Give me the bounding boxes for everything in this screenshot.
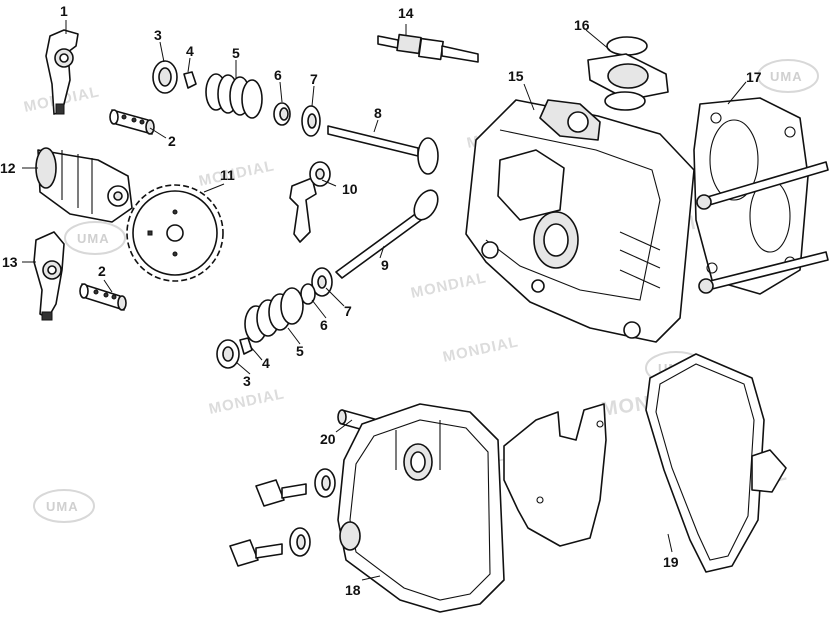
callout-4: 4 bbox=[186, 43, 194, 59]
part-valve-intake bbox=[335, 189, 439, 279]
part-head-stud-upper bbox=[696, 161, 829, 210]
part-cylinder-head-cover bbox=[337, 403, 505, 613]
part-valve-spring-upper bbox=[205, 73, 263, 119]
callout-2: 2 bbox=[98, 263, 106, 279]
uma-logo-watermark: UMA bbox=[33, 489, 95, 523]
part-valve-seal-upper bbox=[273, 102, 291, 126]
part-spark-plug bbox=[377, 33, 479, 63]
uma-logo-watermark: UMA bbox=[64, 221, 126, 255]
callout-18: 18 bbox=[345, 582, 361, 598]
callout-10: 10 bbox=[342, 181, 358, 197]
part-cover-seal bbox=[645, 353, 787, 573]
callout-20: 20 bbox=[320, 431, 336, 447]
part-cover-gasket bbox=[503, 403, 607, 547]
callout-1: 1 bbox=[60, 3, 68, 19]
watermark-mondial: MONDIAL bbox=[207, 385, 286, 418]
part-rocker-arm-lower bbox=[33, 231, 65, 321]
part-valve-spring-seat-upper bbox=[152, 60, 178, 94]
callout-19: 19 bbox=[663, 554, 679, 570]
svg-text:UMA: UMA bbox=[770, 69, 803, 84]
part-rocker-shaft-lower bbox=[79, 283, 127, 311]
callout-5: 5 bbox=[232, 45, 240, 61]
callout-12: 12 bbox=[0, 160, 16, 176]
svg-text:UMA: UMA bbox=[46, 499, 79, 514]
callout-16: 16 bbox=[574, 17, 590, 33]
watermark-mondial: MONDIAL bbox=[441, 333, 520, 366]
callout-14: 14 bbox=[398, 5, 414, 21]
callout-9: 9 bbox=[381, 257, 389, 273]
callout-17: 17 bbox=[746, 69, 762, 85]
part-rocker-arm-upper bbox=[45, 29, 79, 115]
part-cam-sprocket bbox=[126, 184, 224, 282]
callout-5: 5 bbox=[296, 343, 304, 359]
callout-6: 6 bbox=[320, 317, 328, 333]
watermark-mondial: MONDIAL bbox=[409, 269, 488, 302]
callout-3: 3 bbox=[154, 27, 162, 43]
part-valve-spring-seat-lower bbox=[216, 339, 240, 369]
callout-7: 7 bbox=[310, 71, 318, 87]
part-valve-retainer-upper bbox=[301, 105, 321, 137]
callout-3: 3 bbox=[243, 373, 251, 389]
callout-8: 8 bbox=[374, 105, 382, 121]
part-cover-bolt-lower bbox=[229, 527, 311, 567]
part-valve-cotter-lower bbox=[239, 337, 253, 355]
leader-lines bbox=[22, 20, 747, 581]
part-cover-bolt-upper bbox=[255, 468, 336, 507]
part-valve-exhaust bbox=[327, 125, 439, 175]
callout-4: 4 bbox=[262, 355, 270, 371]
callout-15: 15 bbox=[508, 68, 524, 84]
svg-text:UMA: UMA bbox=[77, 231, 110, 246]
callout-2: 2 bbox=[168, 133, 176, 149]
callout-11: 11 bbox=[220, 167, 235, 183]
part-bracket bbox=[289, 161, 331, 243]
uma-logo-watermark: UMA bbox=[757, 59, 819, 93]
part-rocker-shaft-upper bbox=[109, 109, 155, 135]
part-camshaft bbox=[35, 147, 133, 223]
part-head-stud-lower bbox=[698, 251, 829, 294]
part-valve-spring-lower bbox=[244, 287, 304, 343]
callout-labels: 1 2 2 3 3 4 4 5 5 6 6 7 7 8 9 10 11 12 1… bbox=[0, 3, 762, 598]
callout-7: 7 bbox=[344, 303, 352, 319]
part-cylinder-head bbox=[465, 99, 695, 343]
part-exhaust-gasket-set bbox=[587, 36, 669, 111]
callout-13: 13 bbox=[2, 254, 18, 270]
part-head-gasket bbox=[693, 97, 809, 295]
callout-6: 6 bbox=[274, 67, 282, 83]
watermark-mondial: MONDIAL bbox=[197, 157, 276, 190]
part-valve-cotter-upper bbox=[183, 71, 197, 89]
